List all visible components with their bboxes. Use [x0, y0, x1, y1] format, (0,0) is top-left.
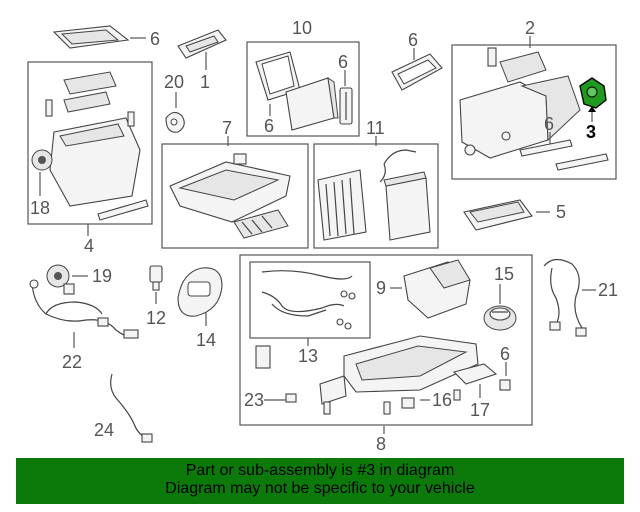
callout-6: 6 — [264, 116, 274, 136]
part-core-block[interactable] — [285, 76, 339, 131]
part-22-wire-harness[interactable] — [29, 279, 139, 339]
part-6-filter-plate[interactable] — [52, 25, 130, 49]
callout-19: 19 — [92, 266, 112, 286]
callout-9: 9 — [376, 278, 386, 298]
part-15-blower-motor[interactable] — [483, 305, 517, 331]
callout-14: 14 — [196, 330, 216, 350]
callout-1: 1 — [200, 72, 210, 92]
callout-13: 13 — [298, 346, 318, 366]
part-6-strip[interactable] — [339, 87, 353, 125]
group-box-4 — [27, 61, 153, 225]
callout-23: 23 — [244, 390, 264, 410]
callout-6: 6 — [408, 30, 418, 50]
group-box-13 — [249, 261, 371, 339]
part-4-hvac-module[interactable] — [31, 71, 149, 221]
arrow-3 — [588, 106, 596, 112]
callout-6: 6 — [150, 29, 160, 49]
callout-17: 17 — [470, 400, 490, 420]
callout-20: 20 — [164, 72, 184, 92]
callout-2: 2 — [525, 18, 535, 38]
part-6-gasket[interactable] — [391, 53, 443, 91]
part-9-duct[interactable] — [403, 259, 471, 319]
part-13-ac-lines[interactable] — [261, 270, 356, 330]
callout-8: 8 — [376, 434, 386, 454]
callout-24: 24 — [94, 420, 114, 440]
group-box-8 — [239, 254, 533, 426]
part-7-housing[interactable] — [169, 153, 291, 239]
part-3-highlighted[interactable] — [579, 77, 607, 109]
callout-6: 6 — [338, 52, 348, 72]
callout-18: 18 — [30, 198, 50, 218]
callout-16: 16 — [432, 390, 452, 410]
part-12-sensor[interactable] — [149, 265, 163, 291]
group-box-10 — [246, 41, 360, 137]
part-2-blower-case[interactable] — [459, 47, 609, 171]
callout-15: 15 — [494, 264, 514, 284]
group-box-2 — [451, 44, 617, 180]
callout-4: 4 — [84, 236, 94, 256]
callout-7: 7 — [222, 118, 232, 138]
info-banner: Part or sub-assembly is #3 in diagram Di… — [16, 458, 624, 504]
banner-line-2: Diagram may not be specific to your vehi… — [165, 480, 475, 497]
banner-line-1: Part or sub-assembly is #3 in diagram — [185, 462, 455, 479]
part-19-actuator[interactable] — [46, 264, 75, 295]
part-8-lower-case[interactable] — [255, 335, 511, 415]
callout-3-highlighted: 3 — [586, 122, 596, 142]
callout-21: 21 — [598, 280, 618, 300]
callout-12: 12 — [146, 308, 166, 328]
callout-10: 10 — [292, 18, 312, 38]
callout-6: 6 — [544, 114, 554, 134]
part-5-cabin-filter[interactable] — [463, 199, 533, 231]
part-14-seal[interactable] — [177, 267, 223, 317]
part-24-hose[interactable] — [110, 373, 153, 443]
part-1-bracket[interactable] — [177, 29, 227, 59]
callout-5: 5 — [556, 202, 566, 222]
group-box-7 — [161, 143, 309, 249]
part-20-clip[interactable] — [165, 111, 185, 133]
callout-6: 6 — [500, 344, 510, 364]
callout-11: 11 — [366, 118, 385, 138]
part-11-heater-core[interactable] — [317, 149, 431, 241]
callout-22: 22 — [62, 352, 82, 372]
part-21-wire-harness[interactable] — [543, 258, 587, 337]
